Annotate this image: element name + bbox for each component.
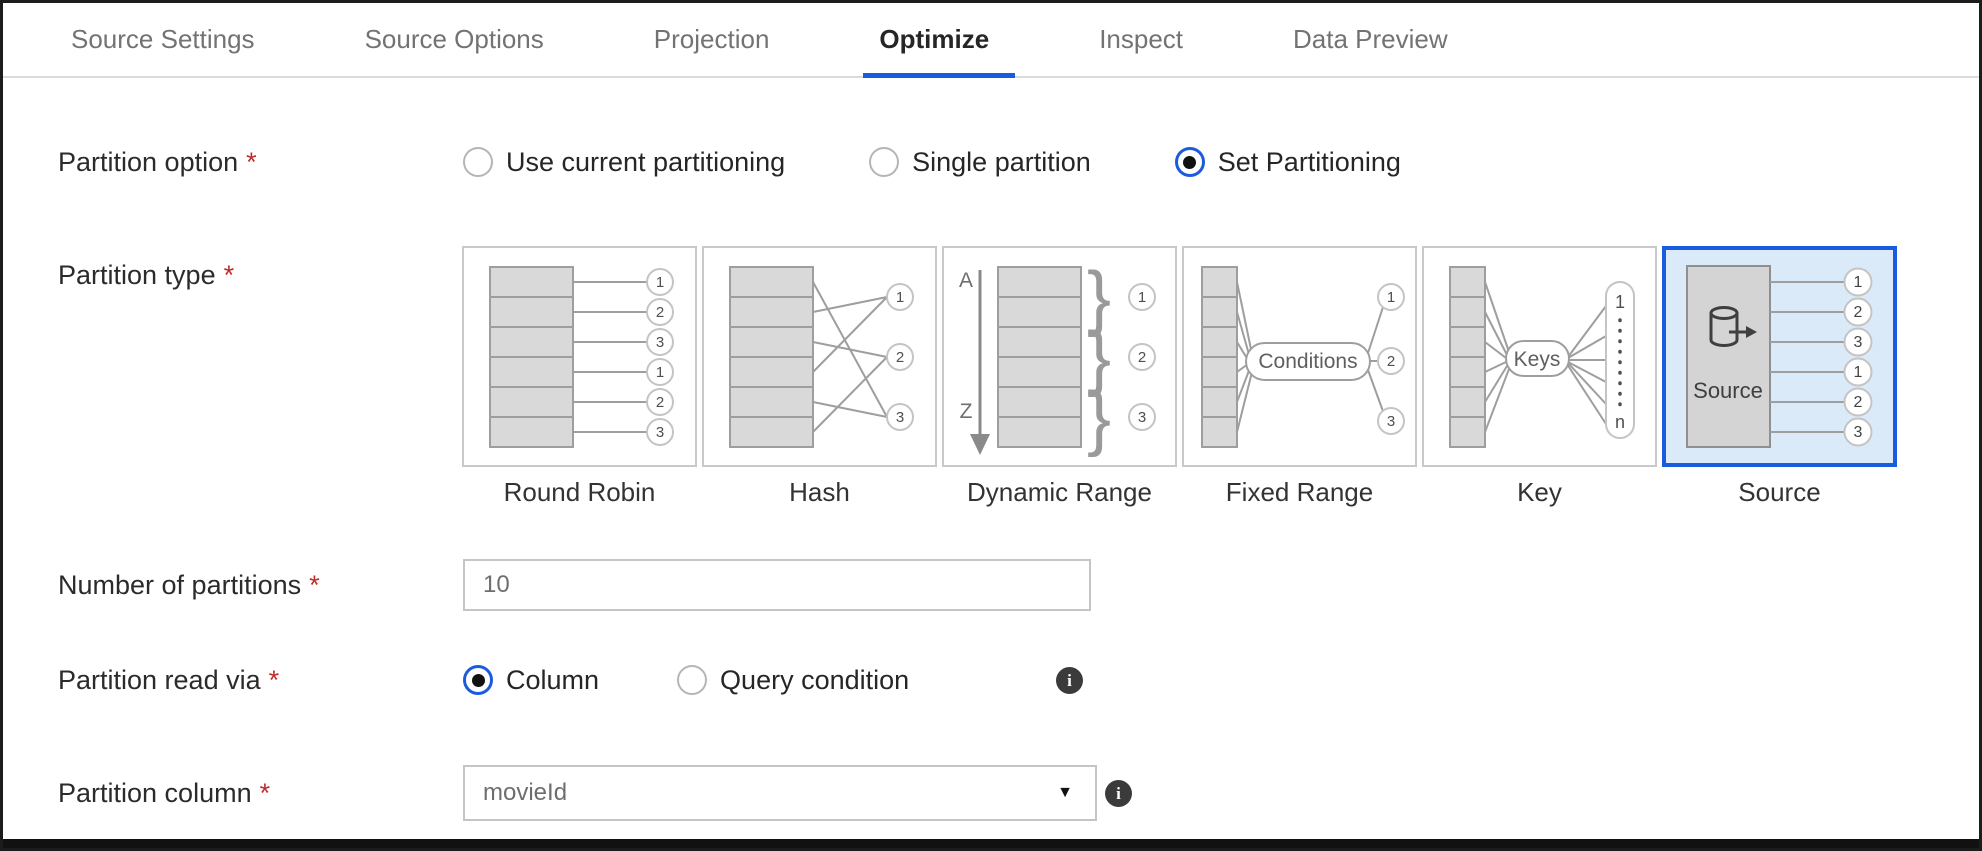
required-asterisk: * (223, 260, 235, 290)
radio-label: Column (506, 664, 600, 695)
tab-bar: Source Settings Source Options Projectio… (3, 3, 1979, 78)
radio-single-partition[interactable]: Single partition (869, 147, 1091, 178)
dropdown-selected-value: movieId (483, 779, 568, 806)
radio-icon-selected (1174, 147, 1205, 177)
svg-text:1: 1 (656, 364, 664, 381)
required-asterisk: * (268, 665, 280, 695)
partition-read-via-label: Partition read via* (58, 665, 279, 695)
svg-text:1: 1 (1854, 274, 1863, 291)
partition-column-info-icon[interactable]: i (1105, 780, 1132, 807)
source-diagram: Source 1 2 3 1 2 3 (1686, 265, 1873, 448)
bottom-border-bar (3, 839, 1979, 848)
caption-hash: Hash (789, 477, 850, 507)
svg-text:2: 2 (656, 394, 664, 411)
tab-data-preview[interactable]: Data Preview (1293, 24, 1448, 54)
svg-text:3: 3 (896, 409, 904, 426)
partition-column-label: Partition column* (58, 778, 270, 808)
radio-icon-selected (463, 665, 493, 695)
required-asterisk: * (246, 147, 257, 177)
svg-text:A: A (959, 269, 973, 292)
svg-text:n: n (1615, 412, 1625, 432)
partition-read-via-radio-group: Column Query condition (463, 650, 909, 710)
radio-query-condition[interactable]: Query condition (677, 665, 909, 696)
radio-icon (677, 665, 708, 695)
radio-use-current-partitioning[interactable]: Use current partitioning (463, 147, 785, 178)
partition-read-via-info-icon[interactable]: i (1056, 667, 1083, 694)
required-asterisk: * (259, 778, 271, 808)
label-text: Number of partitions (58, 570, 302, 600)
svg-text:Z: Z (960, 400, 973, 423)
dynamic-range-diagram: A Z }}} 1 2 3 (959, 258, 1156, 458)
partition-type-tile-group: 1 2 3 1 2 3 (462, 246, 1897, 467)
partition-option-label: Partition option* (58, 147, 257, 177)
radio-label: Use current partitioning (506, 146, 786, 177)
radio-label: Query condition (720, 664, 910, 695)
svg-text:2: 2 (1138, 349, 1146, 366)
radio-icon (869, 147, 900, 177)
svg-text:2: 2 (656, 304, 664, 321)
svg-text:1: 1 (1854, 364, 1863, 381)
chevron-down-icon: ▼ (1057, 784, 1073, 801)
label-text: Partition read via (58, 665, 261, 695)
svg-text:2: 2 (1854, 394, 1863, 411)
partition-type-tile-dynamic-range[interactable]: A Z }}} 1 2 3 (942, 246, 1177, 467)
caption-dynamic-range: Dynamic Range (967, 477, 1152, 507)
svg-text:3: 3 (1387, 413, 1395, 430)
svg-text:2: 2 (896, 349, 904, 366)
svg-text:}: } (1087, 258, 1111, 338)
partition-type-captions: Round Robin Hash Dynamic Range Fixed Ran… (462, 477, 1897, 508)
tab-source-settings[interactable]: Source Settings (71, 24, 255, 54)
partition-type-tile-fixed-range[interactable]: Conditions 1 2 3 (1182, 246, 1417, 467)
partition-type-tile-key[interactable]: Keys 1 n (1422, 246, 1657, 467)
tab-inspect[interactable]: Inspect (1099, 24, 1184, 54)
label-text: Partition type (58, 260, 216, 290)
svg-text:1: 1 (1615, 292, 1625, 312)
label-text: Partition column (58, 778, 252, 808)
caption-key: Key (1517, 477, 1562, 507)
round-robin-diagram: 1 2 3 1 2 3 (489, 266, 674, 448)
svg-text:}: } (1087, 378, 1111, 458)
partition-column-dropdown[interactable]: movieId ▼ (463, 765, 1097, 821)
svg-text:Source: Source (1693, 378, 1763, 403)
caption-fixed-range: Fixed Range (1225, 477, 1374, 507)
partition-option-radio-group: Use current partitioning Single partitio… (463, 132, 1401, 192)
svg-text:3: 3 (1138, 409, 1146, 426)
radio-label: Single partition (912, 146, 1091, 177)
svg-text:Keys: Keys (1514, 348, 1561, 371)
caption-source: Source (1738, 477, 1821, 507)
partition-type-tile-source[interactable]: Source 1 2 3 1 2 3 (1662, 246, 1897, 467)
svg-text:}: } (1087, 318, 1111, 398)
svg-text:2: 2 (1387, 353, 1395, 370)
key-diagram: Keys 1 n (1449, 266, 1635, 448)
partition-type-label: Partition type* (58, 260, 234, 290)
radio-column[interactable]: Column (463, 665, 599, 696)
database-export-icon (1709, 306, 1757, 348)
partition-type-tile-round-robin[interactable]: 1 2 3 1 2 3 (462, 246, 697, 467)
svg-text:3: 3 (1854, 424, 1863, 441)
svg-text:3: 3 (656, 334, 664, 351)
svg-text:3: 3 (656, 424, 664, 441)
hash-diagram: 1 2 3 (729, 266, 914, 448)
partition-type-tile-hash[interactable]: 1 2 3 (702, 246, 937, 467)
svg-text:1: 1 (896, 289, 904, 306)
svg-text:1: 1 (1387, 289, 1395, 306)
svg-text:1: 1 (1138, 289, 1146, 306)
svg-text:3: 3 (1854, 334, 1863, 351)
svg-text:Conditions: Conditions (1258, 350, 1357, 373)
radio-icon (463, 147, 493, 177)
required-asterisk: * (309, 570, 320, 600)
label-text: Partition option (58, 147, 239, 177)
svg-text:1: 1 (656, 274, 664, 291)
tab-optimize[interactable]: Optimize (863, 3, 1015, 78)
radio-label: Set Partitioning (1217, 146, 1401, 177)
tab-source-options[interactable]: Source Options (364, 24, 544, 54)
fixed-range-diagram: Conditions 1 2 3 (1201, 266, 1405, 448)
caption-round-robin: Round Robin (503, 477, 656, 507)
radio-set-partitioning[interactable]: Set Partitioning (1174, 146, 1401, 178)
number-of-partitions-input[interactable] (463, 559, 1091, 611)
number-of-partitions-label: Number of partitions* (58, 570, 320, 600)
svg-text:2: 2 (1854, 304, 1863, 321)
tab-projection[interactable]: Projection (653, 24, 770, 54)
